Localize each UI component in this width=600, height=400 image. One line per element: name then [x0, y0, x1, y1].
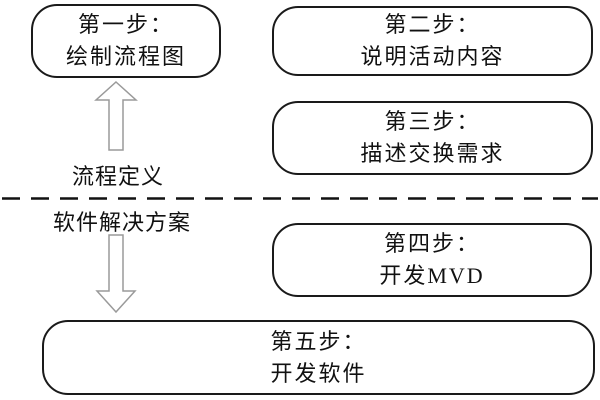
arrow-up-outline-icon: [94, 81, 138, 151]
section-divider-dashed-line: [2, 197, 598, 200]
step2-box: 第二步： 说明活动内容: [272, 6, 593, 76]
step2-title: 第二步：: [384, 12, 481, 37]
process-definition-label: 流程定义: [71, 164, 165, 189]
step2-description: 说明活动内容: [360, 44, 505, 69]
step3-title: 第三步：: [384, 109, 481, 134]
arrow-down-shape: [95, 234, 137, 313]
step4-title: 第四步：: [383, 231, 480, 256]
step1-title: 第一步：: [77, 12, 174, 37]
step4-box: 第四步： 开发MVD: [272, 223, 592, 297]
step5-title: 第五步：: [270, 328, 367, 354]
software-solution-label: 软件解决方案: [52, 210, 192, 235]
step1-description: 绘制流程图: [65, 44, 186, 69]
step1-box: 第一步： 绘制流程图: [31, 4, 221, 78]
arrow-up-shape: [94, 81, 138, 151]
step3-description: 描述交换需求: [360, 141, 505, 166]
step3-box: 第三步： 描述交换需求: [272, 101, 593, 175]
step5-description: 开发软件: [270, 360, 367, 386]
step4-description: 开发MVD: [379, 263, 485, 288]
step5-box: 第五步： 开发软件: [42, 320, 595, 395]
arrow-down-outline-icon: [95, 234, 137, 313]
